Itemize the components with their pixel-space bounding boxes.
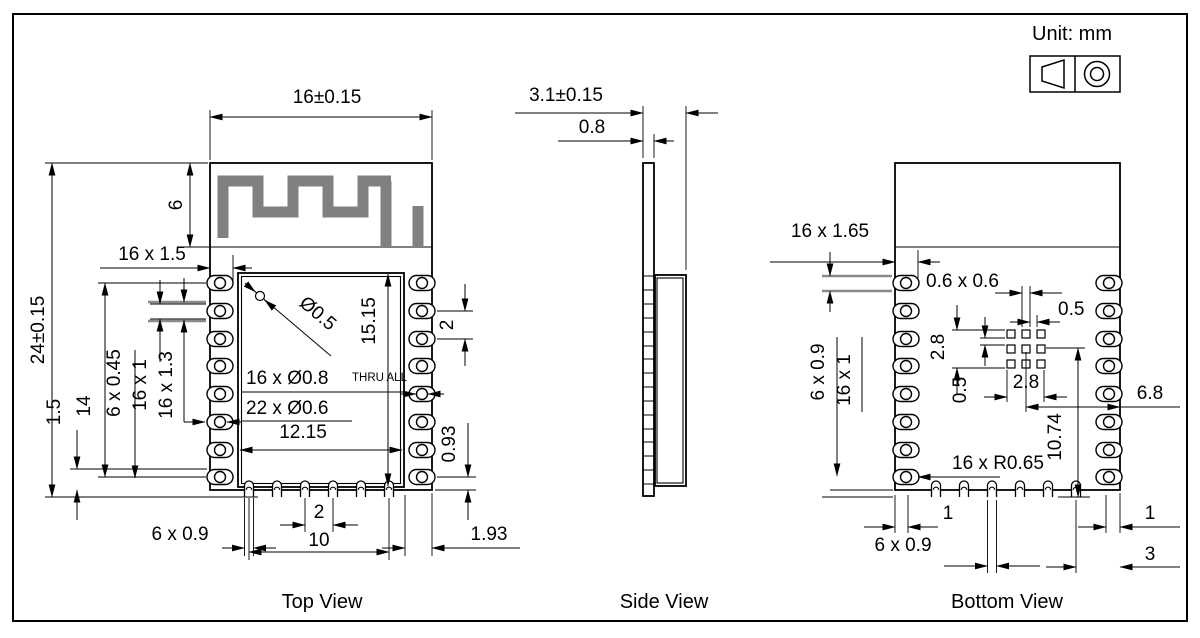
dim-label: 0.5 — [1058, 299, 1084, 320]
dim-label: 2.8 — [928, 334, 949, 360]
dim-label: 14 — [74, 395, 95, 417]
top-view-drawing: 16±0.15 24±0.15 6 16 x 1.5 1.5 — [28, 87, 520, 613]
third-angle-projection-icon — [1029, 55, 1121, 93]
dim-label: 16 x 1.3 — [156, 351, 177, 419]
dim-grid-height: 2.8 — [928, 305, 1005, 394]
unit-block: Unit: mm — [1029, 23, 1121, 93]
dim-label: 0.5 — [950, 377, 971, 403]
dim-corner-offset: 1.93 — [382, 493, 520, 556]
dim-side-pad-labels: 6 x 0.9 16 x 1 — [808, 337, 893, 498]
dim-label: 10 — [308, 530, 329, 551]
dim-total-thickness: 3.1±0.15 — [515, 85, 718, 270]
top-view-module-outline — [209, 162, 433, 491]
dim-bottom-pad-height: 6 x 0.45 — [104, 349, 139, 479]
dim-label: 22 x Ø0.6 — [246, 398, 328, 419]
dim-via-size: 0.6 x 0.6 — [926, 271, 1062, 327]
dim-last-pad-offset: 0.93 — [435, 423, 476, 520]
dim-antenna-zone: 6 — [166, 162, 209, 248]
dim-top-width: 16±0.15 — [209, 87, 433, 160]
dim-shield-width: 12.15 — [239, 422, 403, 454]
dim-notch-edge-offset: 3 — [1046, 500, 1180, 573]
dim-label: 15.15 — [359, 297, 380, 345]
dim-label: 6.8 — [1137, 383, 1163, 404]
dim-label: 16 x 1 — [130, 359, 151, 411]
callout-vias: 22 x Ø0.6 — [226, 398, 352, 426]
dim-pcb-thickness: 0.8 — [558, 117, 674, 158]
dim-label: 1 — [943, 503, 954, 524]
dim-top-height: 24±0.15 — [28, 162, 258, 498]
dim-label: 12.15 — [279, 422, 327, 443]
dim-label: 6 x 0.9 — [808, 343, 829, 400]
dim-bottom-pad-height-arrows — [822, 252, 892, 312]
dim-label: 10.74 — [1045, 413, 1066, 461]
dim-label: 3 — [1145, 544, 1156, 565]
bottom-view-drawing: 16 x 1.65 6 x 0.9 16 x 1 0.6 x 0.6 — [770, 162, 1180, 613]
side-view-pcb — [642, 162, 655, 497]
dim-row-gap: 0.5 — [950, 317, 1005, 403]
dim-via-gap: 0.5 — [1010, 299, 1084, 327]
side-view-pad-marks — [643, 275, 654, 485]
bottom-view-title: Bottom View — [951, 591, 1063, 613]
dim-notch-width: 6 x 0.9 — [151, 498, 276, 556]
dim-label: 1.5 — [44, 399, 65, 425]
dim-label: 16 x 1.5 — [118, 244, 186, 265]
dim-label: 24±0.15 — [28, 296, 49, 365]
dim-label: 2 — [437, 320, 458, 331]
dim-label: 16 x Ø0.8 — [246, 368, 328, 389]
dim-label: 0.6 x 0.6 — [926, 271, 999, 292]
unit-label: Unit: mm — [1032, 23, 1112, 45]
dim-notch-span: 10 — [248, 498, 390, 560]
dim-pad-span: 14 — [74, 282, 206, 478]
side-view-title: Side View — [620, 591, 709, 613]
shield-can-outline — [237, 272, 405, 488]
dim-right-pad-offset: 1 — [1078, 493, 1180, 533]
dim-label: 3.1±0.15 — [529, 85, 603, 106]
top-view-title: Top View — [282, 591, 363, 613]
dim-label: 1.93 — [471, 524, 508, 545]
dim-label: 0.93 — [439, 426, 460, 463]
pcb-antenna-trace — [217, 175, 424, 247]
dim-label: 16 x 1.65 — [791, 221, 869, 242]
callout-pad-radius: 16 x R0.65 — [917, 453, 1044, 481]
dim-bottom-pad-length: 16 x 1.65 — [770, 221, 940, 278]
dim-label: 16 x R0.65 — [952, 453, 1044, 474]
dim-notch-pitch: 2 — [280, 498, 358, 532]
dim-grid-to-bottom: 10.74 — [1045, 347, 1090, 498]
dim-label: 6 — [166, 200, 187, 211]
dim-center-offset: 6.8 — [1025, 352, 1180, 412]
dim-label: 16 x 1 — [834, 354, 855, 406]
side-view-drawing: 3.1±0.15 0.8 Side View — [515, 85, 718, 613]
callout-thru-holes: 16 x Ø0.8 THRU ALL — [242, 368, 444, 398]
dim-label: 6 x 0.9 — [151, 524, 208, 545]
dim-pad-pitch: 2 — [437, 284, 473, 366]
thru-all-note: THRU ALL — [352, 372, 408, 384]
dim-label: 1 — [1145, 503, 1156, 524]
side-view-shield — [654, 274, 687, 487]
dim-label: 2 — [314, 502, 325, 523]
dim-label: 6 x 0.45 — [104, 349, 125, 417]
dim-label: 0.8 — [579, 117, 605, 138]
dim-bottom-notch-width: 6 x 0.9 — [874, 500, 1040, 573]
dim-edge-gap: 1.5 — [44, 399, 207, 520]
dim-left-pad-offset: 1 — [864, 495, 953, 533]
dim-pad-width: 16 x 1 — [130, 280, 206, 411]
bottom-view-module-outline — [894, 162, 1121, 491]
dim-label: 6 x 0.9 — [874, 535, 931, 556]
dim-pad-outer-length: 16 x 1.3 — [156, 278, 206, 426]
dim-pad-length: 16 x 1.5 — [100, 244, 252, 282]
dim-label: 16±0.15 — [293, 87, 362, 108]
drawing-frame — [12, 13, 1188, 622]
